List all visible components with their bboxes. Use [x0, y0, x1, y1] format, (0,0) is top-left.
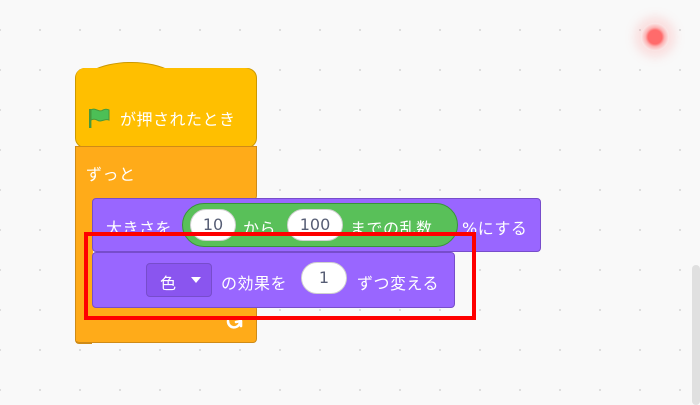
green-flag-icon — [89, 108, 110, 128]
set-size-suffix: %にする — [462, 219, 528, 238]
vertical-scrollbar[interactable] — [692, 265, 700, 405]
hat-fill — [76, 68, 254, 144]
stage-indicator-dot — [641, 23, 669, 51]
effect-amount-input[interactable]: 1 — [301, 262, 347, 294]
change-effect-label: の効果を — [221, 274, 288, 293]
highlight-box — [84, 232, 476, 320]
event-block-label: が押されたとき — [120, 110, 236, 129]
forever-top — [75, 146, 257, 200]
forever-label: ずっと — [86, 165, 136, 184]
effect-dropdown-value: 色 — [160, 274, 177, 293]
change-effect-suffix: ずつ変える — [357, 274, 440, 293]
effect-dropdown[interactable]: 色 — [146, 263, 212, 297]
chevron-down-icon — [191, 277, 201, 283]
loop-arrow-icon — [226, 319, 243, 329]
